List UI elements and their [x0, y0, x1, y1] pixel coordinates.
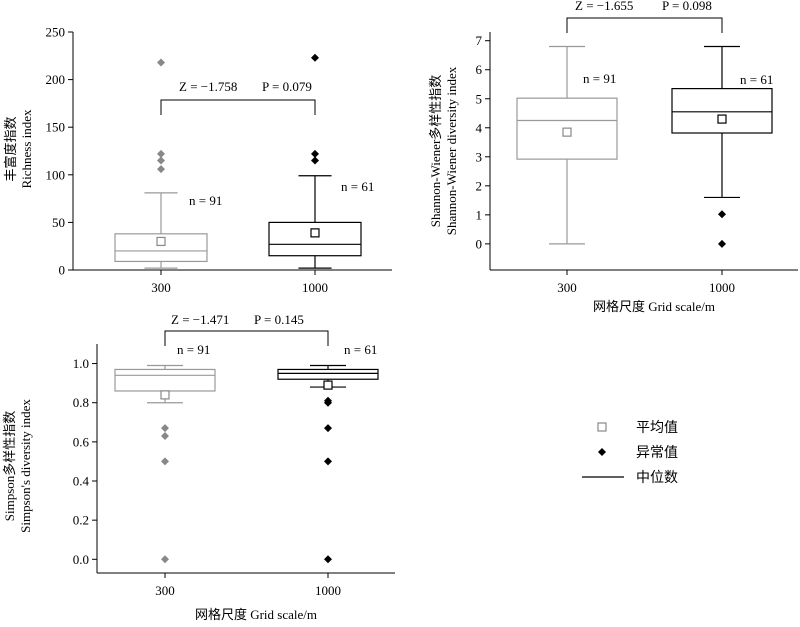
y-tick-label: 0: [476, 236, 483, 251]
mean-marker: [562, 127, 572, 137]
z-statistic: Z = −1.471: [171, 312, 229, 327]
y-tick-label: 3: [476, 149, 483, 164]
x-tick-label: 300: [155, 583, 175, 598]
y-tick-label: 200: [46, 72, 66, 87]
y-tick-label: 250: [46, 25, 66, 40]
significance-bracket: [164, 330, 329, 346]
box-iqr: [277, 368, 379, 380]
outlier-point: [311, 156, 319, 165]
z-statistic: Z = −1.655: [575, 0, 633, 13]
y-axis-label-cn: Shannon-Wiener多样性指数: [428, 75, 443, 228]
outlier-point: [324, 457, 332, 466]
legend-median-label: 中位数: [636, 470, 678, 486]
outlier-point: [157, 165, 165, 174]
y-axis-label-en: Richness index: [19, 109, 34, 189]
outlier-point: [324, 555, 332, 564]
x-tick-label: 1000: [709, 280, 735, 295]
box-group-1000: [268, 53, 362, 269]
legend: 平均值 异常值 中位数: [582, 420, 678, 486]
y-tick-label: 6: [476, 62, 483, 77]
y-tick-label: 2: [476, 178, 483, 193]
mean-marker: [323, 380, 333, 390]
box-group-300: [516, 45, 618, 245]
y-tick-label: 1.0: [73, 356, 89, 371]
outlier-point: [311, 53, 319, 62]
mean-marker: [310, 228, 320, 238]
n-label: n = 91: [583, 71, 616, 86]
mean-marker: [160, 390, 170, 400]
y-tick-label: 50: [52, 215, 65, 230]
y-axis-label-en: Simpson's diversity index: [18, 399, 33, 533]
outlier-point: [324, 424, 332, 433]
x-tick-label: 300: [151, 280, 171, 295]
legend-outlier-label: 异常值: [636, 445, 678, 461]
box-group-300: [114, 364, 216, 564]
box-iqr: [671, 87, 773, 134]
z-statistic: Z = −1.758: [179, 79, 237, 94]
p-value: P = 0.098: [662, 0, 712, 13]
mean-marker: [156, 236, 166, 247]
y-tick-label: 5: [476, 91, 483, 106]
mean-marker: [717, 114, 727, 124]
y-tick-label: 0.2: [73, 513, 89, 528]
p-value: P = 0.145: [254, 312, 304, 327]
n-label: n = 91: [189, 193, 222, 208]
outlier-point: [324, 396, 332, 405]
x-tick-label: 300: [557, 280, 577, 295]
outlier-point: [718, 239, 726, 248]
legend-mean-marker: [597, 422, 607, 432]
x-axis-label: 网格尺度 Grid scale/m: [593, 299, 715, 314]
legend-mean-label: 平均值: [636, 420, 678, 436]
y-axis-label-cn: 丰富度指数: [3, 116, 18, 181]
y-tick-label: 7: [476, 33, 483, 48]
outlier-point: [157, 149, 165, 158]
legend-outlier-marker: [598, 448, 606, 456]
outlier-point: [161, 457, 169, 466]
outlier-point: [161, 555, 169, 564]
outlier-point: [157, 58, 165, 67]
y-tick-label: 0.8: [73, 395, 89, 410]
outlier-point: [161, 424, 169, 433]
n-label: n = 61: [740, 72, 773, 87]
y-tick-label: 150: [46, 120, 66, 135]
p-value: P = 0.079: [262, 79, 312, 94]
y-tick-label: 0.4: [73, 474, 90, 489]
outlier-point: [718, 210, 726, 219]
y-tick-label: 4: [476, 120, 483, 135]
outlier-point: [311, 149, 319, 158]
significance-bracket: [566, 17, 723, 33]
box-group-1000: [277, 364, 379, 564]
y-tick-label: 100: [46, 167, 66, 182]
box-iqr: [114, 368, 216, 392]
y-tick-label: 0.6: [73, 434, 90, 449]
n-label: n = 61: [341, 179, 374, 194]
n-label: n = 91: [177, 342, 210, 357]
y-axis-label-en: Shannon-Wiener diversity index: [444, 66, 459, 235]
y-tick-label: 0.0: [73, 552, 89, 567]
n-label: n = 61: [344, 342, 377, 357]
x-tick-label: 1000: [302, 280, 328, 295]
box-group-1000: [671, 45, 773, 248]
x-tick-label: 1000: [315, 583, 341, 598]
y-axis-label-cn: Simpson多样性指数: [2, 411, 17, 522]
significance-bracket: [160, 99, 316, 115]
y-tick-label: 1: [476, 207, 483, 222]
box-iqr: [114, 233, 208, 263]
x-axis-label: 网格尺度 Grid scale/m: [195, 607, 317, 622]
outlier-point: [161, 431, 169, 440]
box-group-300: [114, 58, 208, 269]
box-iqr: [268, 221, 362, 257]
y-tick-label: 0: [59, 263, 66, 278]
outlier-point: [157, 156, 165, 165]
